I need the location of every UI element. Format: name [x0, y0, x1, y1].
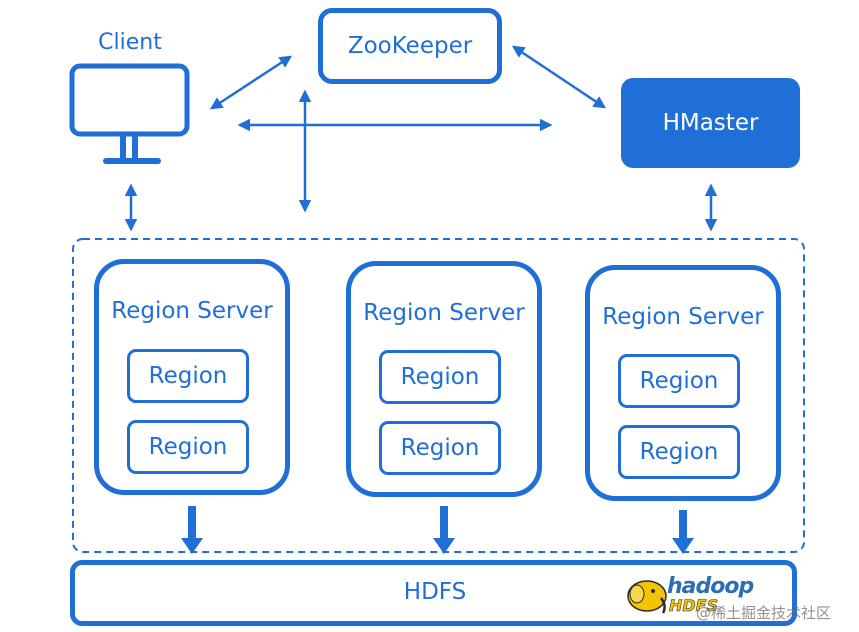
zookeeper-node: ZooKeeper [318, 8, 502, 84]
hadoop-logo-text: hadoop [667, 574, 754, 599]
hadoop-logo: hadoop HDFS [625, 572, 775, 622]
client-label: Client [98, 30, 162, 55]
server2-hdfs-arrow [433, 506, 455, 554]
hmaster-node: HMaster [621, 78, 800, 168]
region-label: Region [639, 439, 719, 465]
watermark-text: @稀土掘金技术社区 [696, 604, 832, 622]
hdfs-bar [70, 560, 797, 626]
client-monitor-icon [69, 63, 190, 164]
region-cluster-boundary [72, 238, 805, 553]
zookeeper-hmaster-arrow [511, 45, 607, 109]
hdfs-label: HDFS [403, 579, 467, 605]
hdfs-logo-text: HDFS [669, 596, 719, 616]
server3-hdfs-arrow [672, 510, 694, 554]
region-server-title: Region Server [111, 298, 273, 324]
region-server-title: Region Server [602, 304, 764, 330]
region-box: Region [379, 350, 501, 404]
server1-hdfs-arrow [181, 506, 203, 554]
zookeeper-label: ZooKeeper [347, 33, 473, 59]
region-label: Region [639, 368, 719, 394]
region-label: Region [400, 364, 480, 390]
hmaster-label: HMaster [662, 110, 759, 136]
region-box: Region [618, 425, 740, 479]
region-label: Region [148, 434, 228, 460]
region-box: Region [379, 421, 501, 475]
region-server-title: Region Server [363, 300, 525, 326]
region-box: Region [127, 349, 249, 403]
region-box: Region [127, 420, 249, 474]
elephant-icon [627, 580, 667, 614]
region-label: Region [400, 435, 480, 461]
region-box: Region [618, 354, 740, 408]
region-label: Region [148, 363, 228, 389]
client-zookeeper-arrow [209, 55, 293, 110]
